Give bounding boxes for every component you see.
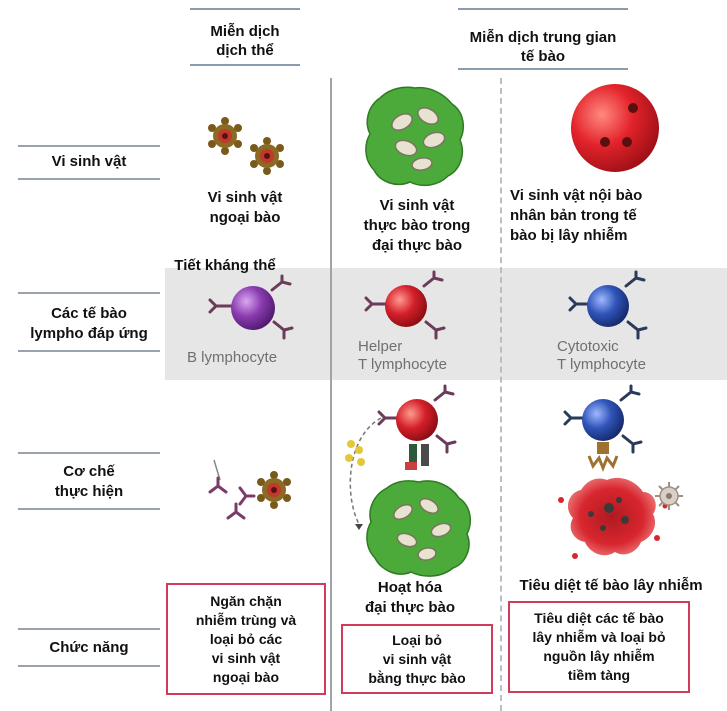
cytotoxic-t-lymphocyte-icon [568, 270, 648, 340]
row-bar [18, 350, 160, 352]
row-bar [18, 628, 160, 630]
macrophage-activation-label: Hoạt hóa đại thực bào [364, 579, 456, 616]
kill-infected-cell-label: Tiêu diệt tế bào lây nhiễm [519, 577, 703, 594]
helper-t-lymphocyte-label: Helper T lymphocyte [358, 338, 447, 373]
column-divider [330, 78, 332, 711]
helper-t-lymphocyte-icon [364, 270, 446, 340]
row-label-responding: Các tế bào lympho đáp ứng [30, 305, 148, 342]
header-humoral: Miễn dịch dịch thể [210, 23, 280, 59]
header-cell-mediated: Miễn dịch trung gian tế bào [469, 29, 617, 65]
macrophage-with-microbes-icon [365, 86, 465, 187]
infected-cell-icon [571, 84, 659, 172]
function-humoral-text: Ngăn chặn nhiễm trùng và loại bỏ các vi … [195, 592, 297, 685]
column-divider-dashed [500, 78, 502, 711]
row-label-mechanism: Cơ chế thực hiện [54, 463, 124, 500]
row-bar [18, 452, 160, 454]
microbe-phagocytosed-label: Vi sinh vật thực bào trong đại thực bào [363, 197, 471, 254]
cytotoxic-t-lymphocyte-label: Cytotoxic T lymphocyte [557, 338, 646, 373]
header-bar [190, 8, 300, 10]
microbe-extracellular-label: Vi sinh vật ngoại bào [207, 189, 283, 226]
infected-cell-killing-icon [558, 384, 683, 559]
extracellular-microbe-icon [208, 117, 284, 175]
header-bar [458, 8, 628, 10]
row-label-microbe: Vi sinh vật [51, 153, 127, 170]
function-box-humoral: Ngăn chặn nhiễm trùng và loại bỏ các vi … [166, 583, 326, 695]
antibody-secretion-label: Tiết kháng thể [174, 257, 276, 274]
row-label-function: Chức năng [49, 639, 129, 656]
antibody-neutralization-icon [208, 459, 291, 520]
row-bar [18, 508, 160, 510]
function-helper-text: Loại bỏ vi sinh vật bằng thực bào [368, 631, 466, 686]
b-lymphocyte-icon [208, 274, 294, 340]
b-lymphocyte-label: B lymphocyte [187, 349, 278, 366]
row-bar [18, 178, 160, 180]
header-bar [458, 68, 628, 70]
microbe-intracellular-label: Vi sinh vật nội bào nhân bản trong tế bà… [510, 187, 643, 244]
row-bar [18, 665, 160, 667]
macrophage-activation-icon [345, 384, 472, 577]
function-cytotoxic-text: Tiêu diệt các tế bào lây nhiễm và loại b… [532, 610, 666, 683]
function-box-helper: Loại bỏ vi sinh vật bằng thực bào [341, 624, 493, 694]
header-bar [190, 64, 300, 66]
function-box-cytotoxic: Tiêu diệt các tế bào lây nhiễm và loại b… [508, 601, 690, 693]
row-bar [18, 292, 160, 294]
row-bar [18, 145, 160, 147]
